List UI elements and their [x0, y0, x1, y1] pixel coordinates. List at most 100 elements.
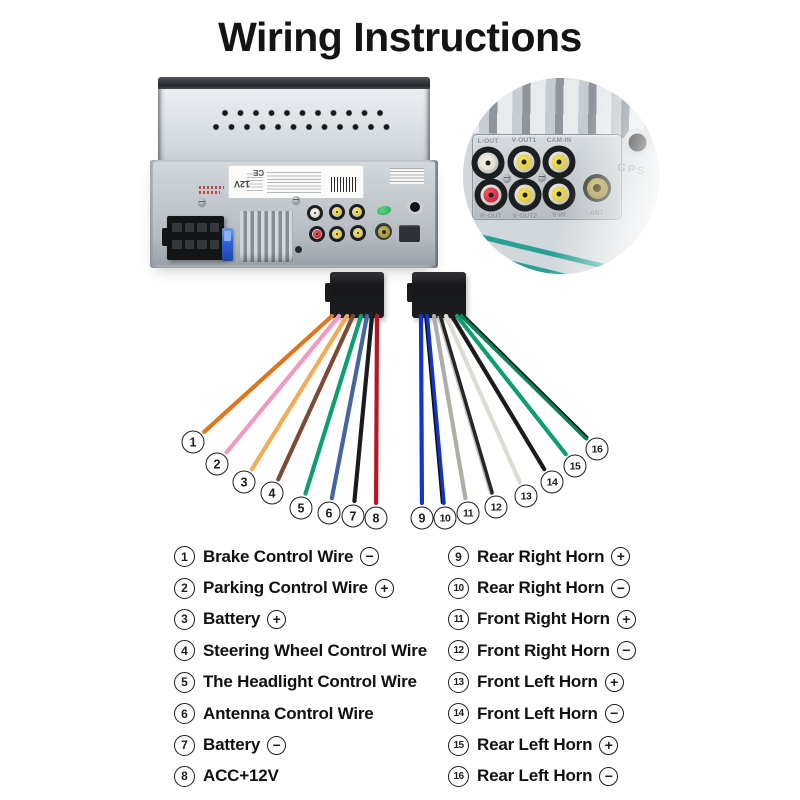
polarity-minus-icon: − — [599, 766, 619, 786]
legend-label: Front Left Horn — [477, 703, 598, 723]
wire-number-badge: 14 — [540, 470, 564, 494]
legend-number-badge: 10 — [448, 577, 469, 599]
legend-label: Parking Control Wire — [203, 578, 368, 598]
wire-number-badge: 1 — [181, 430, 205, 454]
legend-label: Front Right Horn — [477, 640, 610, 660]
wire-line — [249, 313, 350, 472]
serial-label — [390, 168, 424, 184]
inset-zoom-circle: L-OUTV-OUT1CAM-INR-OUTV-OUT2V-IN ANT GPS — [463, 78, 659, 274]
wire-line — [224, 313, 342, 455]
vent-holes-row — [220, 108, 390, 118]
rear-panel — [153, 196, 435, 265]
wire-line — [352, 313, 375, 504]
wire-number-badge: 4 — [260, 481, 284, 505]
polarity-minus-icon: − — [616, 641, 636, 661]
wire-number-badge: 10 — [433, 506, 457, 530]
legend-number-badge: 15 — [448, 734, 469, 756]
wire-line — [459, 313, 589, 441]
legend-row: 15 Rear Left Horn + — [448, 729, 738, 760]
legend-number-badge: 13 — [448, 671, 469, 693]
screw-icon — [292, 196, 300, 204]
legend-number-badge: 6 — [174, 703, 195, 725]
legend-label: The Headlight Control Wire — [203, 672, 417, 692]
wire-number-badge: 11 — [456, 501, 480, 525]
legend-label: Battery — [203, 735, 261, 755]
fuse — [222, 228, 233, 261]
vent-holes-row — [211, 122, 398, 132]
ce-mark: CE — [253, 168, 265, 177]
legend-number-badge: 3 — [174, 608, 195, 630]
polarity-plus-icon: + — [267, 609, 287, 629]
wire-number-badge: 3 — [232, 470, 256, 494]
harness-plug-left — [325, 272, 384, 318]
legend-label: Front Right Horn — [477, 609, 610, 629]
wire-line — [276, 313, 356, 482]
lid-edge — [158, 77, 430, 89]
antenna-jack — [375, 223, 392, 240]
legend-label: Front Left Horn — [477, 672, 598, 692]
rca-jack — [329, 226, 345, 242]
wire-number-badge: 2 — [205, 452, 229, 476]
legend-number-badge: 11 — [448, 608, 469, 630]
unit-body: 12V CE — [150, 160, 438, 268]
reset-hole — [295, 246, 302, 253]
legend-row: 12 Front Right Horn− — [448, 635, 738, 666]
label-text-lines — [267, 170, 321, 193]
wire-line — [462, 313, 589, 438]
legend-label: Brake Control Wire — [203, 546, 354, 566]
legend-row: 1 Brake Control Wire− — [174, 541, 446, 572]
red-stamp — [199, 191, 220, 194]
legend-number-badge: 2 — [174, 577, 195, 599]
stereo-unit-photo: 12V CE — [150, 74, 438, 284]
polarity-minus-icon: − — [611, 578, 631, 598]
rca-jack — [349, 204, 365, 220]
gps-connector — [407, 199, 423, 215]
photo-fade — [463, 78, 659, 274]
wire-line — [373, 313, 380, 506]
legend-number-badge: 5 — [174, 671, 195, 693]
wire-line — [303, 313, 364, 496]
legend-number-badge: 12 — [448, 640, 469, 662]
wire-number-badge: 5 — [289, 496, 313, 520]
polarity-plus-icon: + — [599, 735, 619, 755]
rca-jack-group — [153, 198, 435, 265]
wire-number-badge: 8 — [364, 506, 388, 530]
legend-number-badge: 4 — [174, 640, 195, 662]
harness-plug-right — [407, 272, 466, 318]
wire-number-badge: 12 — [484, 495, 508, 519]
polarity-minus-icon: − — [360, 547, 380, 567]
iso-socket — [162, 216, 224, 260]
legend-number-badge: 16 — [448, 765, 469, 787]
red-stamp — [199, 186, 224, 189]
unit-top-lid — [158, 77, 430, 163]
polarity-minus-icon: − — [604, 704, 624, 724]
legend-number-badge: 9 — [448, 546, 469, 568]
spec-label: 12V CE — [228, 165, 364, 199]
wire-line — [424, 315, 443, 504]
voltage-label: 12V — [234, 179, 251, 189]
legend-label: Rear Left Horn — [477, 766, 593, 786]
rca-jack — [307, 205, 323, 221]
rca-jack — [350, 225, 366, 241]
legend-number-badge: 1 — [174, 546, 195, 568]
legend-number-badge: 8 — [174, 765, 195, 787]
wire-number-badge: 16 — [585, 437, 609, 461]
polarity-plus-icon: + — [374, 578, 394, 598]
label-strip: 12V CE — [153, 162, 435, 199]
wire-number-badge: 9 — [410, 506, 434, 530]
legend-label: Rear Left Horn — [477, 735, 593, 755]
rca-jack — [309, 226, 325, 242]
wire-line — [431, 313, 468, 501]
wire-line — [454, 313, 568, 457]
page-title: Wiring Instructions — [218, 14, 582, 60]
wire-number-badge: 6 — [317, 501, 341, 525]
